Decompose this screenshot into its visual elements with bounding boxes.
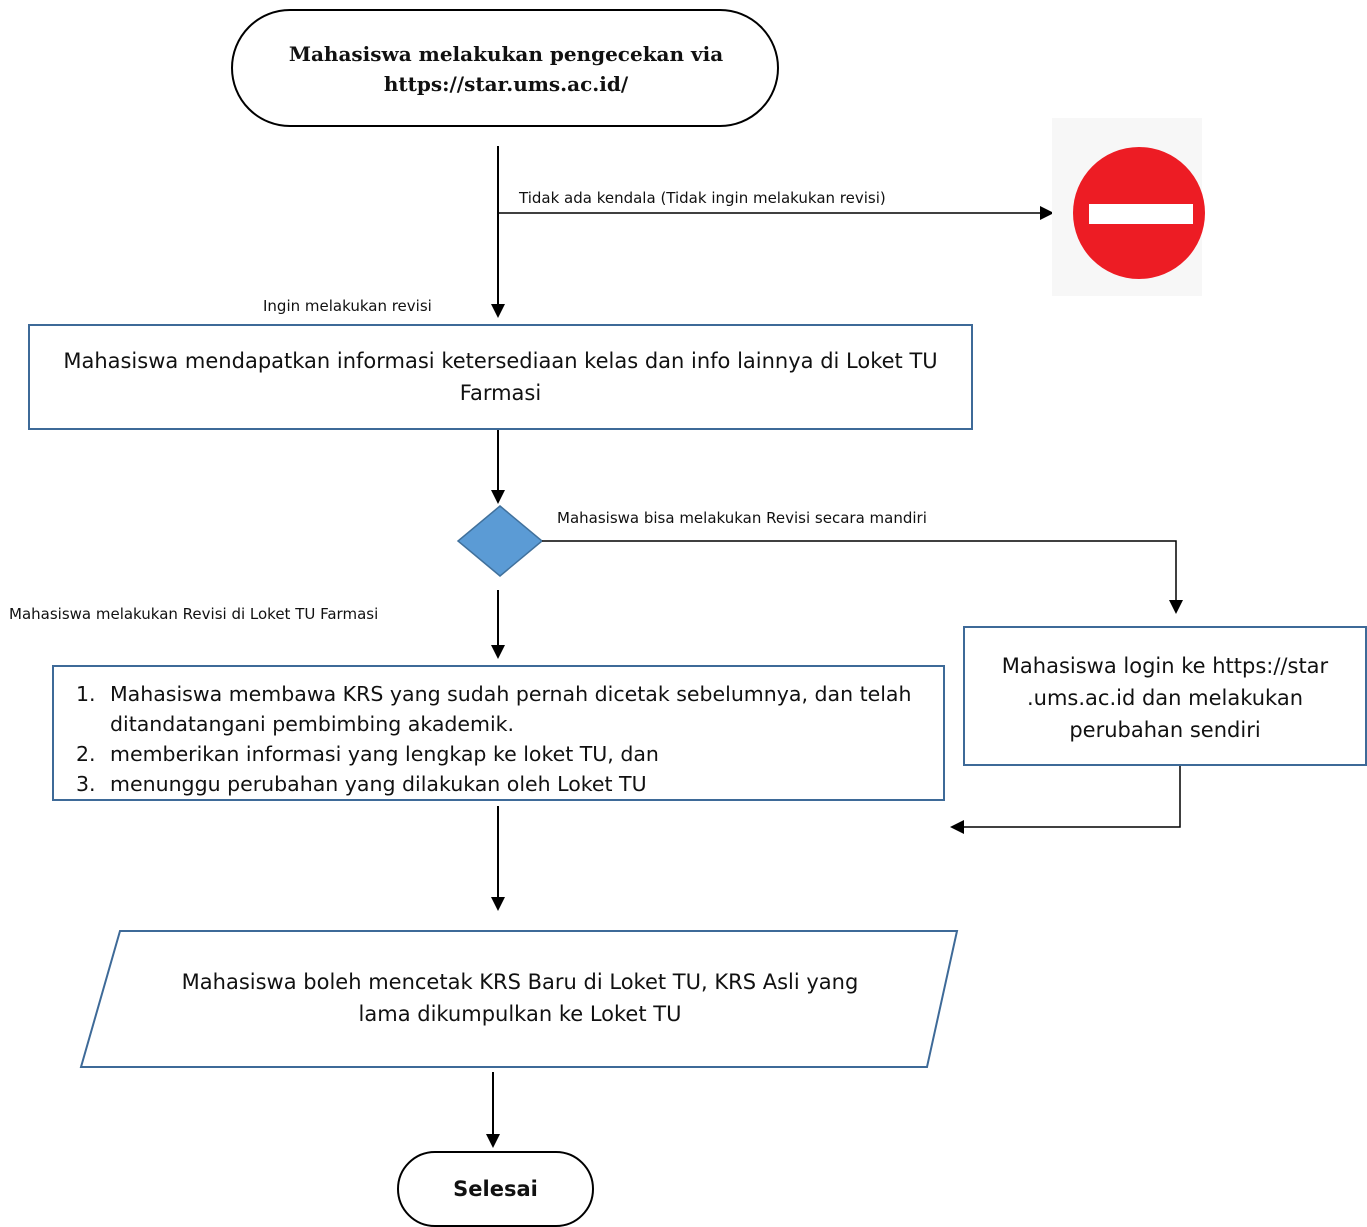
- edge-label-office-revision: Mahasiswa melakukan Revisi di Loket TU F…: [9, 605, 379, 623]
- no-entry-sign-icon: [1052, 118, 1205, 296]
- start-text: Mahasiswa melakukan pengecekan via https…: [288, 42, 724, 96]
- step-number: 2.: [76, 742, 96, 766]
- step-item: 2. memberikan informasi yang lengkap ke l…: [76, 739, 926, 769]
- connector-self-service-to-print: [950, 766, 1181, 834]
- step-text: memberikan informasi yang lengkap ke lok…: [110, 742, 659, 766]
- steps-process-box: [52, 665, 945, 801]
- print-io-box: [79, 930, 959, 1068]
- info-process-box: [28, 324, 973, 430]
- decision-diamond: [456, 505, 544, 577]
- step-text: menunggu perubahan yang dilakukan oleh L…: [110, 772, 647, 796]
- edge-label-want-revision: Ingin melakukan revisi: [263, 297, 432, 315]
- end-text: Selesai: [453, 1177, 538, 1201]
- connector-decision-to-self-service: [542, 540, 1183, 614]
- step-text: Mahasiswa membawa KRS yang sudah pernah …: [110, 682, 912, 736]
- info-text: Mahasiswa mendapatkan informasi ketersed…: [63, 349, 938, 405]
- self-service-text: Mahasiswa login ke https://star .ums.ac.…: [1001, 654, 1329, 742]
- edge-label-no-issue: Tidak ada kendala (Tidak ingin melakukan…: [519, 189, 886, 207]
- edge-label-self-revision: Mahasiswa bisa melakukan Revisi secara m…: [557, 509, 927, 527]
- step-item: 1. Mahasiswa membawa KRS yang sudah perna…: [76, 679, 926, 739]
- print-text: Mahasiswa boleh mencetak KRS Baru di Lok…: [181, 970, 859, 1026]
- step-item: 3. menunggu perubahan yang dilakukan oleh…: [76, 769, 926, 799]
- steps-list: 1. Mahasiswa membawa KRS yang sudah perna…: [76, 679, 926, 799]
- end-terminator: [397, 1151, 594, 1227]
- step-number: 3.: [76, 772, 96, 796]
- step-number: 1.: [76, 682, 96, 706]
- start-terminator: [231, 9, 779, 127]
- self-service-box: [963, 626, 1367, 766]
